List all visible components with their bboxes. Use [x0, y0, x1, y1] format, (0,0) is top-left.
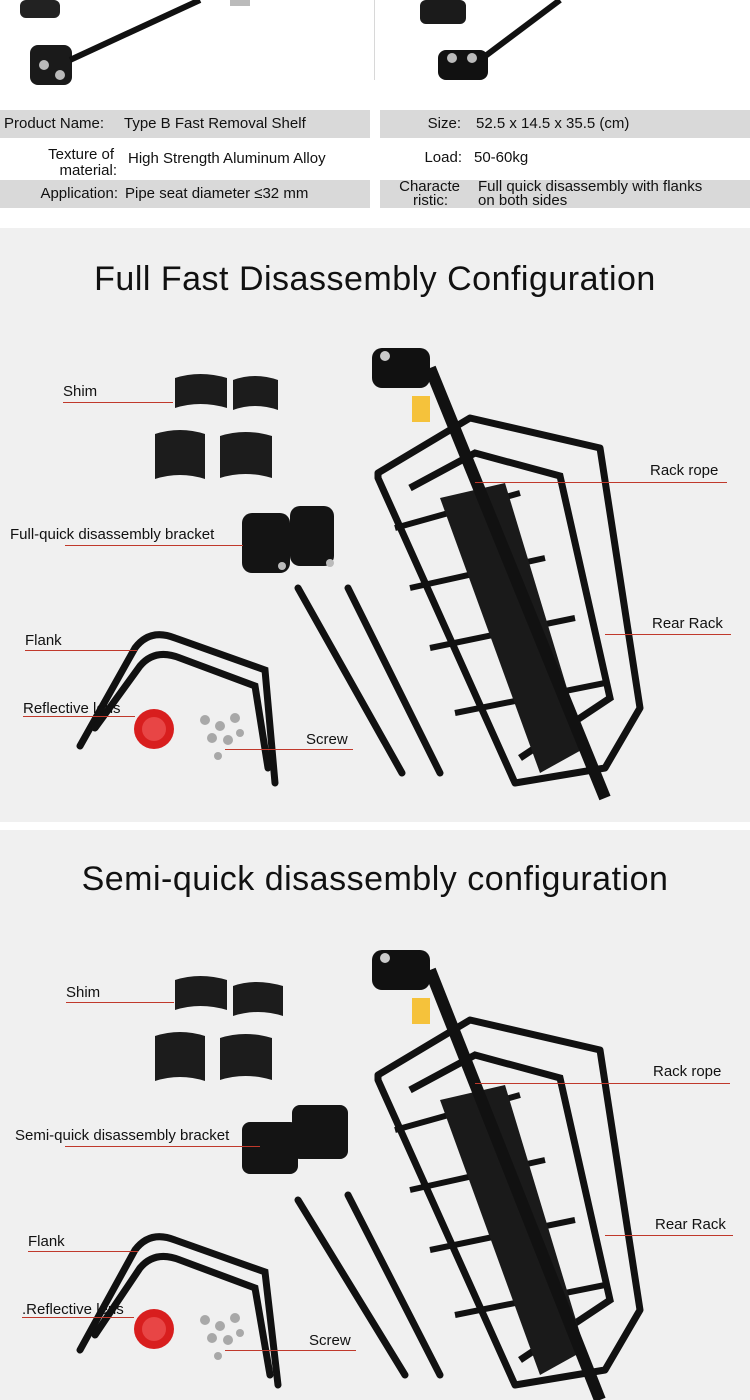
- texture-label-line1: Texture of: [48, 146, 114, 163]
- shim-pads: [155, 374, 278, 479]
- callout-line-screw: [225, 1350, 356, 1351]
- rack-rope-bundle: [440, 1085, 585, 1375]
- characteristic-value-line1: Full quick disassembly with flanks: [478, 178, 703, 195]
- spec-row-size: Size: 52.5 x 14.5 x 35.5 (cm): [380, 110, 750, 138]
- spec-row-texture: Texture of material: High Strength Alumi…: [0, 143, 370, 179]
- product-name-label: Product Name:: [4, 115, 105, 132]
- spec-row-characteristic: Characte ristic: Full quick disassembly …: [380, 178, 750, 209]
- callout-bracket: Full-quick disassembly bracket: [10, 526, 215, 543]
- callout-line-reflective: [23, 716, 135, 717]
- characteristic-label-line1: Characte: [399, 178, 460, 195]
- callout-rear-rack: Rear Rack: [655, 1216, 726, 1233]
- callout-line-flank: [28, 1251, 138, 1252]
- callout-rack-rope: Rack rope: [653, 1063, 722, 1080]
- callout-line-bracket: [65, 1146, 260, 1147]
- callout-line-shim: [63, 402, 173, 403]
- screw-pile: [200, 713, 244, 760]
- spec-row-load: Load: 50-60kg: [380, 143, 750, 173]
- load-value: 50-60kg: [474, 149, 529, 166]
- section2-title: Semi-quick disassembly configuration: [81, 860, 669, 898]
- load-label: Load:: [424, 149, 462, 166]
- callout-flank: Flank: [28, 1233, 65, 1250]
- characteristic-value-line2: on both sides: [478, 192, 568, 209]
- flank-bars: [76, 1233, 282, 1389]
- seatpost-tube: [424, 365, 611, 801]
- bracket-arms: [294, 1191, 444, 1379]
- callout-line-reflective: [22, 1317, 134, 1318]
- screw-pile: [200, 1313, 244, 1360]
- bracket-clamps: [242, 1105, 348, 1174]
- callout-reflective: Reflective lens: [23, 700, 121, 717]
- section1-title: Full Fast Disassembly Configuration: [94, 260, 656, 298]
- bracket-clamps: [242, 506, 334, 573]
- callout-shim: Shim: [66, 984, 101, 1001]
- semi-quick-config-section: Semi-quick disassembly configuration: [0, 830, 750, 1400]
- callout-reflective: .Reflective lens: [22, 1301, 124, 1318]
- top-brackets-illustration: [20, 0, 562, 85]
- callout-line-rear-rack: [605, 1235, 733, 1236]
- callout-shim: Shim: [63, 383, 98, 400]
- seatpost-tube: [424, 967, 606, 1400]
- texture-label-line2: material:: [59, 162, 117, 179]
- flank-bars: [76, 631, 279, 787]
- top-photo-divider: [374, 0, 375, 80]
- rack-sticker: [412, 396, 430, 422]
- size-label: Size:: [427, 115, 461, 132]
- callout-line-flank: [25, 650, 137, 651]
- callout-screw: Screw: [306, 731, 348, 748]
- callout-line-rear-rack: [605, 634, 731, 635]
- callout-rear-rack: Rear Rack: [652, 615, 723, 632]
- top-product-photo-strip: [0, 0, 750, 100]
- full-fast-config-section: Full Fast Disassembly Configuration: [0, 228, 750, 822]
- full-fast-config-illustration: [76, 348, 644, 801]
- callout-line-rack-rope: [475, 482, 727, 483]
- callout-line-shim: [66, 1002, 174, 1003]
- callout-line-bracket: [65, 545, 243, 546]
- callout-flank: Flank: [25, 632, 62, 649]
- callout-screw: Screw: [309, 1332, 351, 1349]
- semi-quick-config-illustration: [76, 950, 644, 1400]
- callout-line-screw: [225, 749, 353, 750]
- callout-line-rack-rope: [475, 1083, 730, 1084]
- spec-row-product-name: Product Name: Type B Fast Removal Shelf: [0, 110, 370, 138]
- bracket-arms: [294, 584, 444, 777]
- size-value: 52.5 x 14.5 x 35.5 (cm): [476, 115, 630, 132]
- rack-sticker: [412, 998, 430, 1024]
- texture-value: High Strength Aluminum Alloy: [128, 150, 326, 167]
- callout-rack-rope: Rack rope: [650, 462, 719, 479]
- callout-bracket: Semi-quick disassembly bracket: [15, 1127, 230, 1144]
- product-name-value: Type B Fast Removal Shelf: [124, 115, 306, 132]
- rack-rope-bundle: [440, 483, 585, 773]
- characteristic-label-line2: ristic:: [413, 192, 448, 209]
- spec-row-application: Application: Pipe seat diameter ≤32 mm: [0, 180, 370, 208]
- application-value: Pipe seat diameter ≤32 mm: [125, 185, 309, 202]
- application-label: Application:: [40, 185, 118, 202]
- shim-pads: [155, 976, 283, 1081]
